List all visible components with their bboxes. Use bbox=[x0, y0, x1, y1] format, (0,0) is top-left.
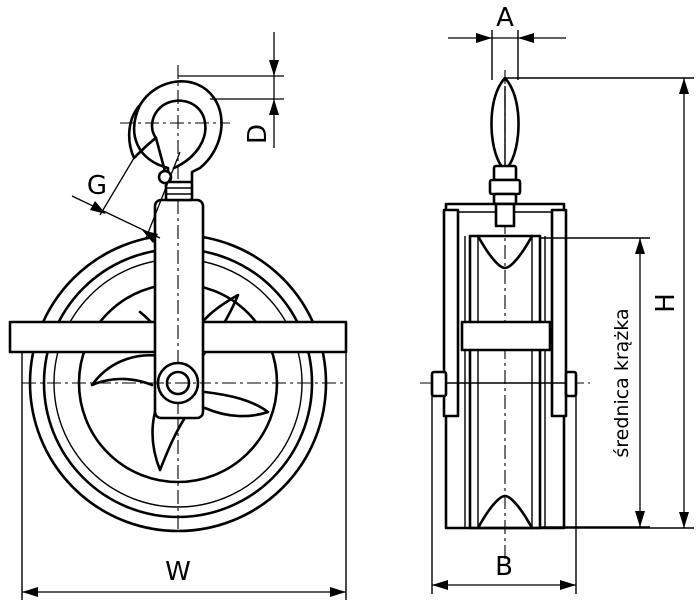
dimension-wheel-diameter: średnica krążka bbox=[540, 237, 650, 528]
front-view: D G W bbox=[8, 32, 348, 600]
label-W: W bbox=[165, 557, 191, 587]
dimension-G: G bbox=[71, 151, 181, 243]
dimension-H: H bbox=[505, 77, 694, 529]
side-view: A B średnica krążka H bbox=[420, 3, 694, 594]
hook-side bbox=[488, 76, 522, 206]
label-A: A bbox=[496, 3, 514, 33]
hook bbox=[127, 80, 223, 185]
label-wheel-diameter: średnica krążka bbox=[611, 308, 633, 457]
axle-bolt bbox=[150, 361, 206, 405]
dimension-A: A bbox=[448, 3, 566, 80]
label-H: H bbox=[651, 293, 681, 313]
dimension-D: D bbox=[178, 32, 284, 148]
dimension-W: W bbox=[22, 352, 347, 600]
label-G: G bbox=[87, 171, 107, 201]
side-axle bbox=[430, 370, 578, 398]
side-cross-bar bbox=[460, 320, 552, 352]
swivel-nut bbox=[164, 180, 194, 202]
label-B: B bbox=[495, 552, 513, 582]
label-D: D bbox=[243, 124, 273, 144]
dimension-B: B bbox=[431, 396, 577, 594]
sheave-side bbox=[464, 234, 546, 530]
side-frame bbox=[442, 202, 568, 530]
